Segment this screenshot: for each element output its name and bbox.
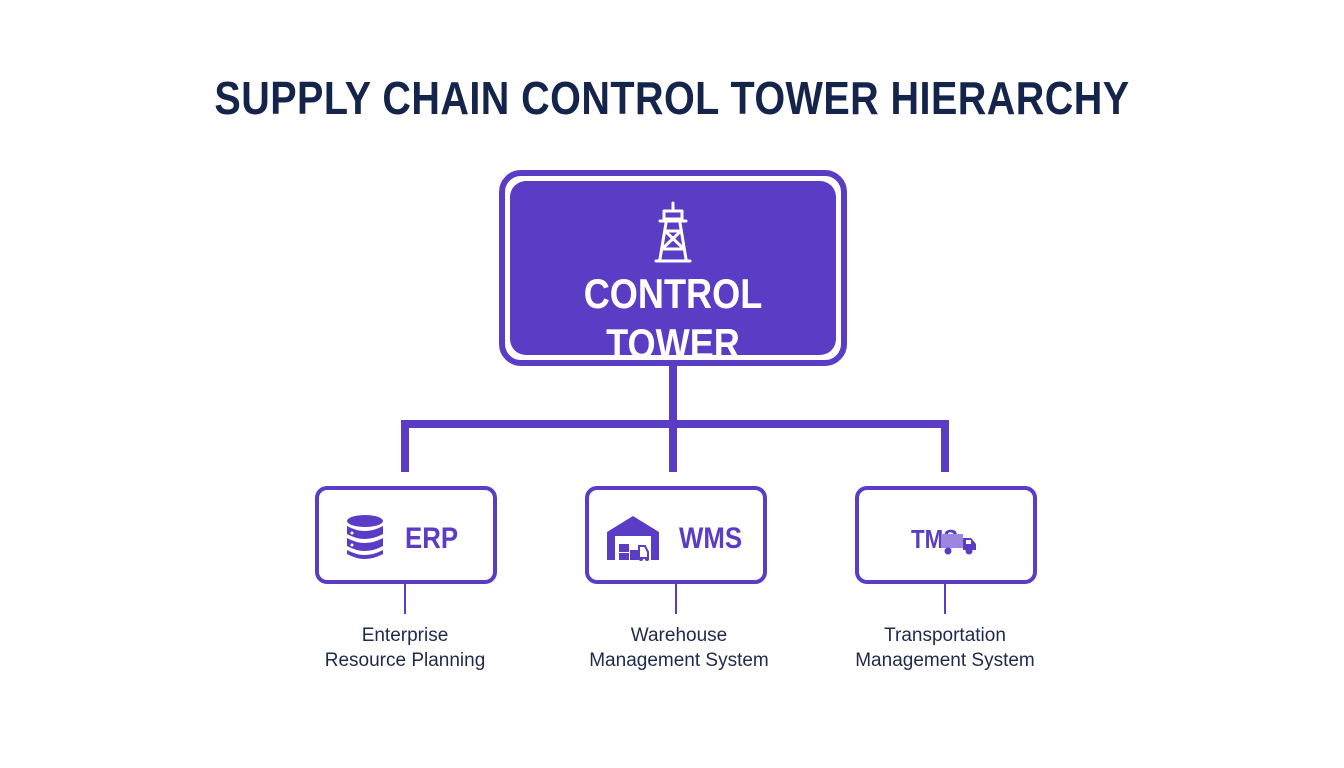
erp-description: Enterprise Resource Planning: [275, 623, 535, 673]
tms-description: Transportation Management System: [815, 623, 1075, 673]
wms-description: Warehouse Management System: [549, 623, 809, 673]
erp-label: ERP: [405, 522, 459, 555]
tms-node: TMS: [855, 486, 1037, 584]
control-tower-node: CONTROL TOWER: [499, 170, 847, 367]
diagram-title: SUPPLY CHAIN CONTROL TOWER HIERARCHY: [214, 72, 1130, 124]
wms-description-line1: Warehouse: [630, 625, 728, 646]
control-tower-node-fill: CONTROL TOWER: [510, 181, 836, 367]
wms-label: WMS: [679, 522, 743, 555]
tms-description-line1: Transportation: [884, 625, 1006, 646]
erp-node: ERP: [315, 486, 497, 584]
control-tower-label: CONTROL TOWER: [583, 270, 763, 367]
wms-node: WMS: [585, 486, 767, 584]
warehouse-icon: [607, 516, 659, 561]
erp-description-line2: Resource Planning: [324, 650, 486, 671]
database-icon: [347, 515, 383, 559]
wms-description-line2: Management System: [589, 650, 769, 671]
erp-description-line1: Enterprise: [361, 625, 449, 646]
tms-description-line2: Management System: [855, 650, 1035, 671]
control-tower-icon: [654, 201, 692, 263]
truck-icon: [941, 534, 976, 555]
